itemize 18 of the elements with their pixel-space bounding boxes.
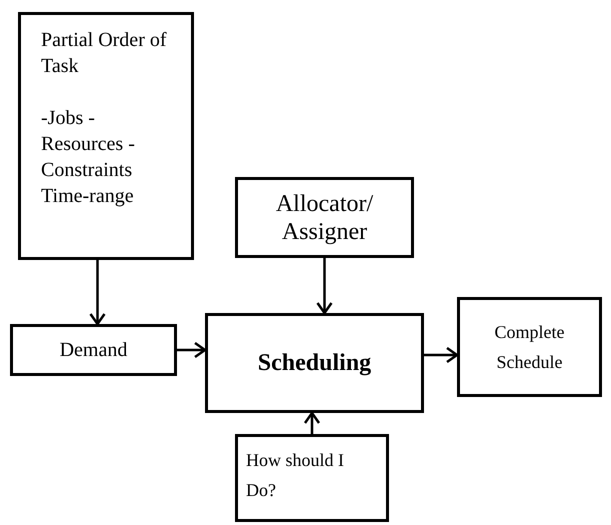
box-label: How should I Do? [246, 449, 345, 502]
box-text: -Jobs -Resources -Constraints Time-range [41, 106, 136, 209]
process-box [235, 177, 414, 258]
arrow [304, 412, 320, 434]
box-label: Complete Schedule [494, 321, 566, 374]
arrow [424, 346, 458, 364]
arrow [316, 258, 333, 314]
box-label: Partial Order of Task [41, 28, 168, 79]
process-box [235, 434, 389, 522]
box-label: Demand [60, 338, 128, 362]
box-label: Scheduling [258, 349, 372, 377]
process-box [457, 297, 602, 397]
process-box [10, 324, 177, 376]
process-box [18, 12, 194, 260]
arrow [89, 260, 106, 326]
process-box [205, 313, 424, 413]
box-label: Allocator/ Assigner [274, 190, 374, 246]
arrow [177, 342, 206, 358]
